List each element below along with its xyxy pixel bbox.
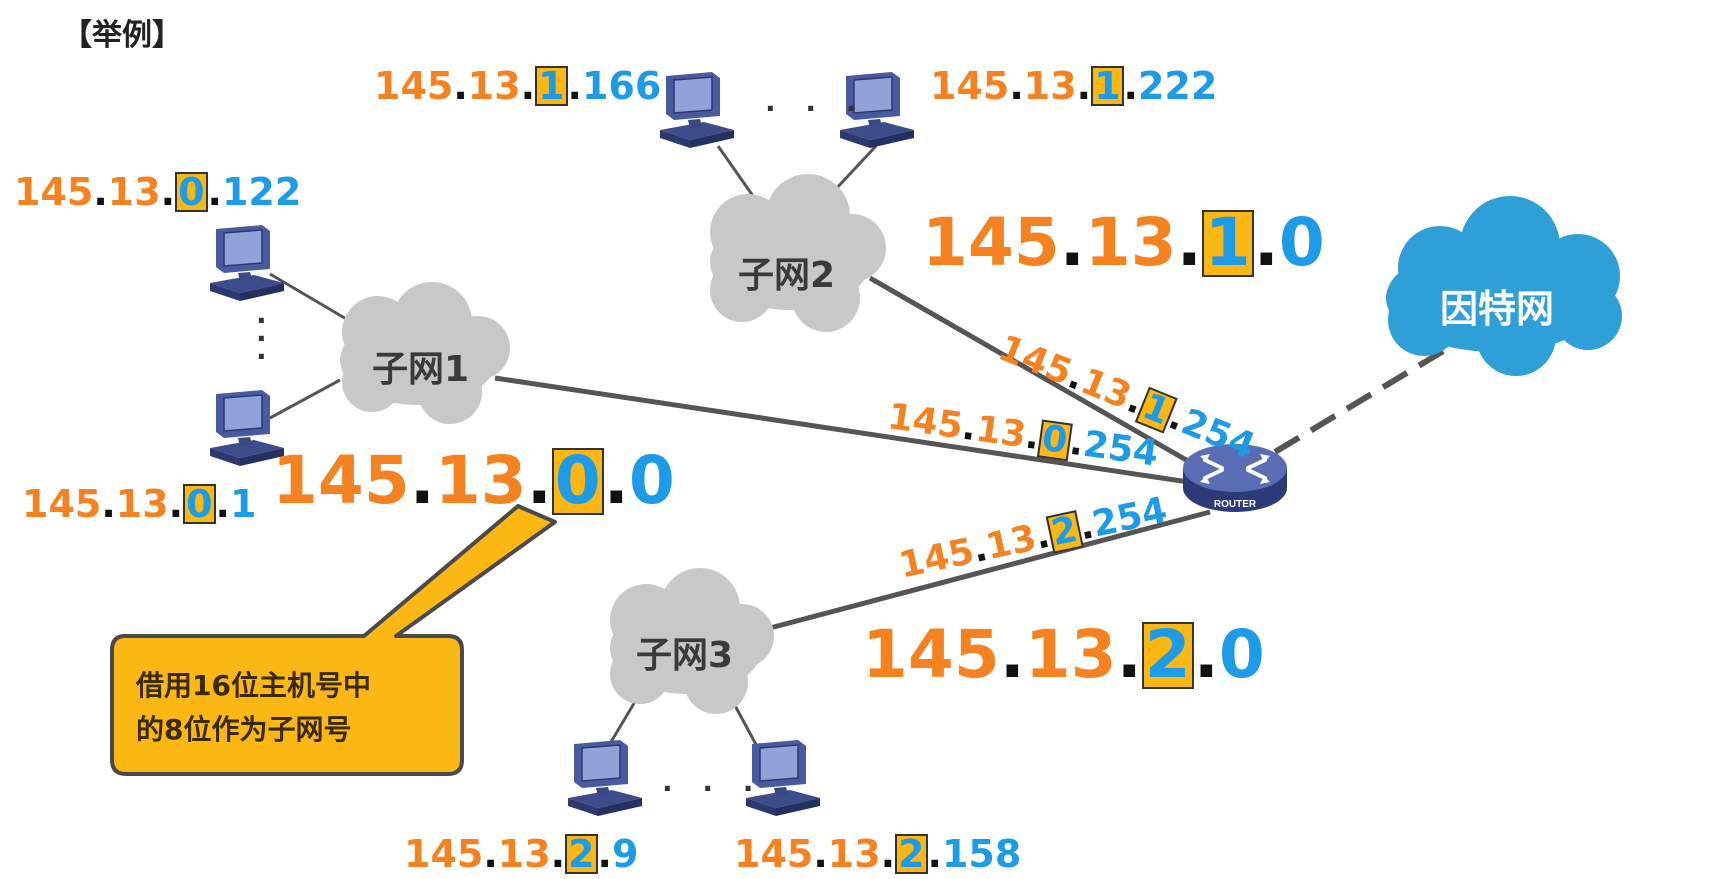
ellipsis-subnet2: · · · xyxy=(765,92,867,125)
subnet-2-network: 145.13.1.0 xyxy=(922,204,1325,281)
page-title: 【举例】 xyxy=(62,18,182,53)
ellipsis-subnet3: · · · xyxy=(662,772,764,805)
host-3a-computer-icon xyxy=(567,739,643,817)
router-label: ROUTER xyxy=(1214,499,1257,510)
link-s1-router xyxy=(494,375,1196,486)
subnet-1-label: 子网1 xyxy=(372,349,470,390)
subnet-1-network: 145.13.0.0 xyxy=(272,442,675,519)
internet-label: 因特网 xyxy=(1440,287,1555,331)
host-1b-ip: 145.13.0.1 xyxy=(22,482,257,526)
subnet-2-label: 子网2 xyxy=(738,255,836,296)
host-2b-ip: 145.13.1.222 xyxy=(930,64,1218,108)
router-icon: ROUTER xyxy=(1183,444,1287,512)
internet-cloud xyxy=(1386,196,1622,376)
callout-bubble xyxy=(110,504,557,776)
callout-text: 借用16位主机号中 的8位作为子网号 xyxy=(136,664,456,752)
host-1a-ip: 145.13.0.122 xyxy=(14,170,302,214)
subnet-3-label: 子网3 xyxy=(636,635,734,676)
link-router-internet xyxy=(1273,347,1447,455)
subnet-2-cloud xyxy=(710,174,886,332)
callout-line-2: 的8位作为子网号 xyxy=(136,713,352,746)
host-3b-ip: 145.13.2.158 xyxy=(734,832,1022,876)
link-h3b xyxy=(730,699,762,753)
host-2a-computer-icon xyxy=(659,71,735,149)
subnet-3-cloud xyxy=(610,568,774,714)
link-s2-router xyxy=(868,275,1197,468)
host-2a-ip: 145.13.1.166 xyxy=(374,64,662,108)
callout-line-1: 借用16位主机号中 xyxy=(136,669,371,702)
ellipsis-subnet1: · · · xyxy=(256,304,267,373)
link-s3-router xyxy=(769,509,1211,631)
subnet-1-cloud xyxy=(340,282,510,424)
host-3a-ip: 145.13.2.9 xyxy=(404,832,639,876)
link-h1b xyxy=(269,378,341,420)
host-1a-computer-icon xyxy=(209,224,285,302)
subnet-3-network: 145.13.2.0 xyxy=(862,616,1265,693)
